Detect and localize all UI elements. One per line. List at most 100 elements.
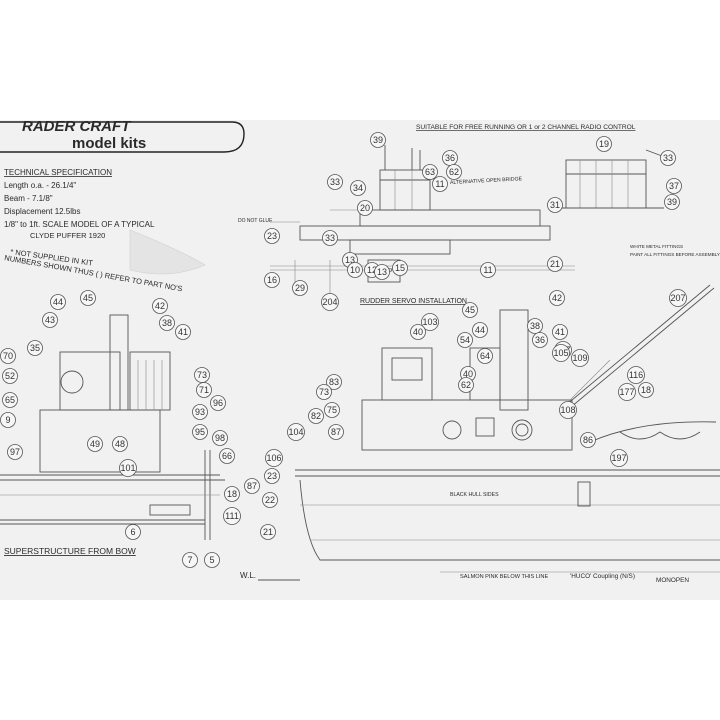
callout-bubble [596, 136, 612, 152]
callout-bubble [374, 264, 390, 280]
callout-number: 21 [550, 259, 560, 269]
callout-number: 35 [30, 343, 40, 353]
callout-bubble [638, 382, 654, 398]
callout-bubble [204, 552, 220, 568]
spec-length: Length o.a. - 26.1/4" [4, 181, 76, 190]
callout-bubble [308, 408, 324, 424]
callout-number: 111 [225, 511, 239, 521]
callout-number: 96 [213, 398, 223, 408]
callout-number: 34 [353, 183, 363, 193]
technical-specification: TECHNICAL SPECIFICATION Length o.a. - 26… [4, 168, 183, 293]
callout-bubble [192, 424, 208, 440]
callout-bubble [2, 368, 18, 384]
callout-number: 73 [319, 387, 329, 397]
callout-bubble [321, 293, 339, 311]
callout-number: 204 [322, 297, 337, 307]
right-detail-view: WHITE METAL FITTINGS PAINT ALL FITTINGS … [560, 149, 720, 257]
callout-number: 37 [669, 181, 679, 191]
callout-bubble [552, 344, 570, 362]
callout-number: 207 [670, 293, 685, 303]
callout-bubble [392, 260, 408, 276]
callout-bubble [477, 348, 493, 364]
callout-bubble [669, 289, 687, 307]
callout-bubble [125, 524, 141, 540]
callout-number: 97 [10, 447, 20, 457]
callout-number: 197 [611, 453, 626, 463]
callout-bubble [50, 294, 66, 310]
callout-number: 9 [5, 415, 10, 425]
callout-number: 65 [5, 395, 15, 405]
servo-installation-view: BLACK HULL SIDES SALMON PINK BELOW THIS … [240, 284, 720, 584]
callout-number: 23 [267, 231, 277, 241]
callout-number: 13 [377, 267, 387, 277]
callout-number: 19 [599, 139, 609, 149]
huco-coupling-note: 'HUCO' Coupling (N/S) [570, 573, 635, 580]
callout-number: 45 [83, 293, 93, 303]
callout-bubble [262, 492, 278, 508]
callout-bubble [219, 448, 235, 464]
callout-number: 42 [552, 293, 562, 303]
callout-bubble [559, 401, 577, 419]
callout-bubble [347, 262, 363, 278]
callout-bubble [357, 200, 373, 216]
callout-bubble [152, 298, 168, 314]
callout-number: 49 [90, 439, 100, 449]
paint-note: PAINT ALL FITTINGS BEFORE ASSEMBLY [630, 252, 720, 257]
callout-bubble [549, 290, 565, 306]
callout-bubble [119, 459, 137, 477]
callout-bubble [322, 230, 338, 246]
callout-bubble [328, 424, 344, 440]
callout-number: 83 [329, 377, 339, 387]
callout-number: 20 [360, 203, 370, 213]
callout-number: 21 [263, 527, 273, 537]
callout-number: 73 [197, 370, 207, 380]
rudder-servo-heading: RUDDER SERVO INSTALLATION [360, 298, 467, 305]
callout-bubble [580, 432, 596, 448]
callout-number: 6 [130, 527, 135, 537]
superstructure-heading: SUPERSTRUCTURE FROM BOW [4, 546, 136, 556]
callout-bubble [660, 150, 676, 166]
callout-number: 106 [266, 453, 281, 463]
callout-number: 18 [641, 385, 651, 395]
callout-bubble [571, 349, 589, 367]
callout-bubble [480, 262, 496, 278]
callout-bubble [552, 324, 568, 340]
callout-number: 33 [325, 233, 335, 243]
center-bridge-view: SERVO ALTERNATIVE OPEN BRIDGE DO NOT GLU… [238, 145, 575, 295]
callout-number: 5 [209, 555, 214, 565]
callout-number: 44 [53, 297, 63, 307]
waterline-label: W.L. [240, 571, 256, 580]
callout-number: 13 [345, 255, 355, 265]
callout-bubble [175, 324, 191, 340]
callout-number: 87 [247, 481, 257, 491]
callout-bubble [80, 290, 96, 306]
callout-number: 43 [45, 315, 55, 325]
callout-number: 48 [115, 439, 125, 449]
callout-number: 29 [295, 283, 305, 293]
callout-bubble [666, 178, 682, 194]
callout-number: 103 [422, 317, 437, 327]
callout-number: 16 [267, 275, 277, 285]
brand-name-top: RADER CRAFT [22, 120, 132, 135]
brand-logo: RADER CRAFT model kits [0, 120, 245, 153]
callout-number: 52 [5, 371, 15, 381]
callout-number: 11 [483, 265, 492, 275]
callout-number: 109 [572, 353, 587, 363]
callout-bubble [627, 366, 645, 384]
callout-number: 86 [583, 435, 593, 445]
callout-number: 23 [267, 471, 277, 481]
callout-number: 62 [461, 380, 471, 390]
callout-bubble [432, 176, 448, 192]
callout-number: 108 [560, 405, 575, 415]
callout-number: 63 [425, 167, 435, 177]
callout-number: 33 [330, 177, 340, 187]
callout-number: 177 [619, 387, 634, 397]
callout-bubble [42, 312, 58, 328]
callout-number: 7 [187, 555, 192, 565]
callout-number: 101 [120, 463, 135, 473]
brand-name-bottom: model kits [72, 135, 146, 152]
white-metal-note: WHITE METAL FITTINGS [630, 244, 683, 249]
callout-bubble [2, 392, 18, 408]
callout-number: 71 [199, 385, 209, 395]
